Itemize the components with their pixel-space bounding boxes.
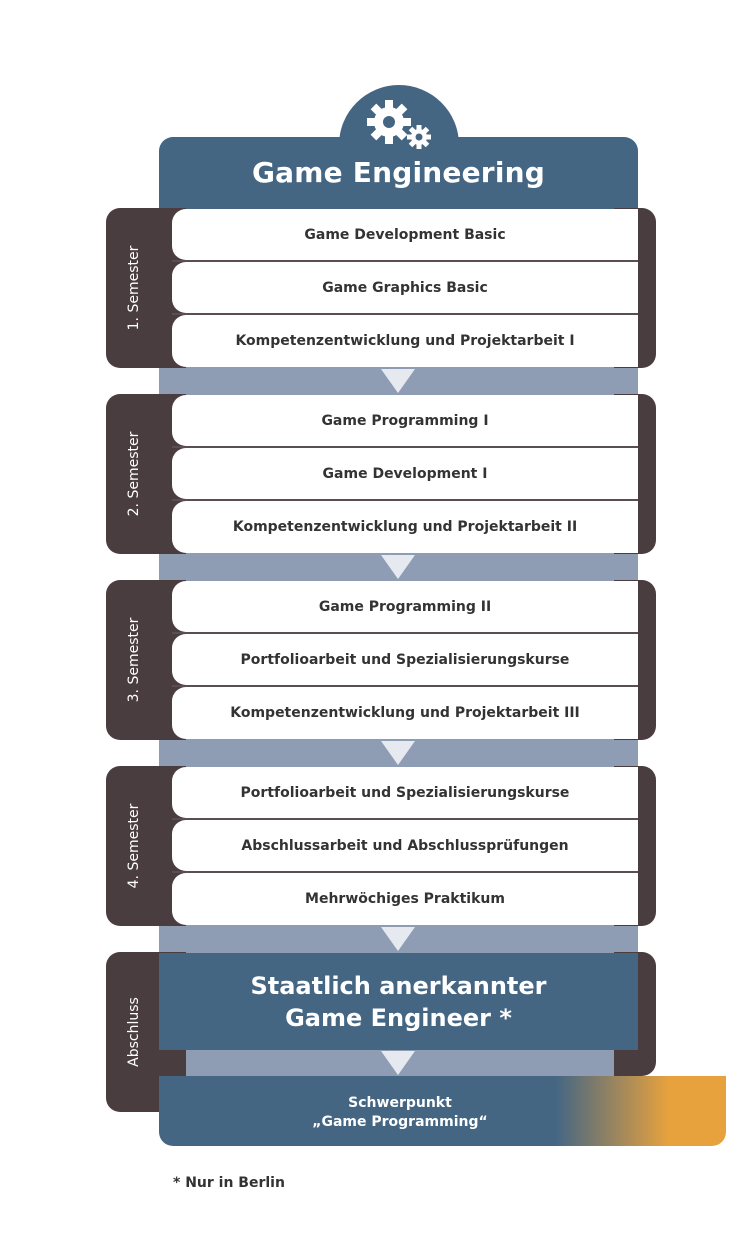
semester-1-label: 1. Semester bbox=[126, 245, 142, 331]
arrow-down-icon bbox=[381, 741, 415, 765]
module-item: Portfolioarbeit und Spezialisierungskurs… bbox=[172, 634, 638, 685]
page-title: Game Engineering bbox=[252, 156, 545, 189]
module-divider bbox=[172, 632, 638, 634]
arrow-down-icon bbox=[381, 927, 415, 951]
focus-block bbox=[159, 1076, 726, 1146]
module-item: Game Programming II bbox=[172, 581, 638, 632]
degree-title: Staatlich anerkannter bbox=[250, 972, 547, 1000]
module-divider bbox=[172, 499, 638, 501]
module-item: Portfolioarbeit und Spezialisierungskurs… bbox=[172, 767, 638, 818]
module-item: Kompetenzentwicklung und Projektarbeit I bbox=[172, 315, 638, 367]
semester-4-label: 4. Semester bbox=[126, 803, 142, 889]
module-divider bbox=[172, 818, 638, 820]
degree-subtitle: Game Engineer * bbox=[285, 1004, 512, 1032]
module-item: Game Programming I bbox=[172, 395, 638, 446]
footnote: * Nur in Berlin bbox=[173, 1175, 285, 1191]
module-item: Game Development Basic bbox=[172, 209, 638, 260]
arrow-down-icon bbox=[381, 369, 415, 393]
header-box bbox=[159, 137, 638, 209]
focus-label: Schwerpunkt bbox=[348, 1095, 452, 1111]
module-divider bbox=[172, 446, 638, 448]
semester-2-label: 2. Semester bbox=[126, 431, 142, 517]
gears-icon bbox=[367, 100, 431, 149]
module-divider bbox=[172, 685, 638, 687]
module-divider bbox=[172, 260, 638, 262]
module-divider bbox=[172, 313, 638, 315]
arrow-down-icon bbox=[381, 555, 415, 579]
degree-block bbox=[159, 953, 638, 1050]
module-item: Kompetenzentwicklung und Projektarbeit I… bbox=[172, 687, 638, 739]
module-divider bbox=[172, 871, 638, 873]
abschluss-label: Abschluss bbox=[126, 997, 142, 1067]
module-item: Game Development I bbox=[172, 448, 638, 499]
arrow-down-icon bbox=[381, 1051, 415, 1075]
module-item: Mehrwöchiges Praktikum bbox=[172, 873, 638, 925]
module-item: Kompetenzentwicklung und Projektarbeit I… bbox=[172, 501, 638, 553]
semester-3-label: 3. Semester bbox=[126, 617, 142, 703]
focus-name: „Game Programming“ bbox=[312, 1114, 488, 1130]
module-item: Abschlussarbeit und Abschlussprüfungen bbox=[172, 820, 638, 871]
module-item: Game Graphics Basic bbox=[172, 262, 638, 313]
